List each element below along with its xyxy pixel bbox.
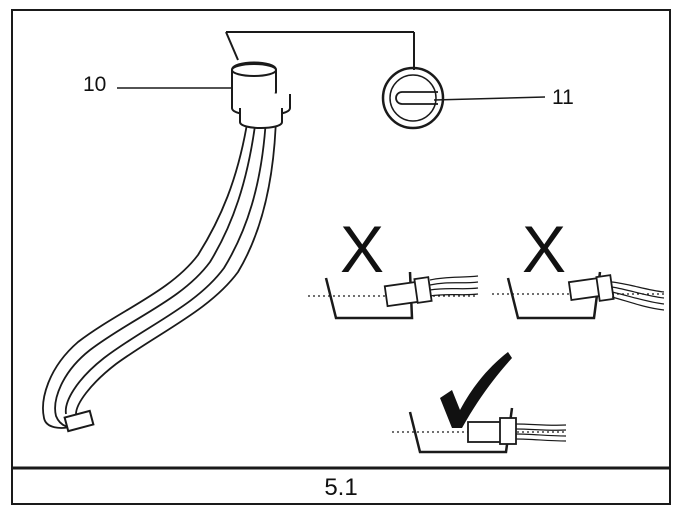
figure-caption: 5.1 [324,474,358,501]
callout-label-11: 11 [552,86,574,109]
wrong-mark-2: X [522,212,566,286]
bracket-connector [225,31,415,70]
sensor-pad-11-icon [381,66,445,130]
correct-placement [392,352,567,454]
callout-label-10: 10 [83,73,107,96]
sensor-probe-10-icon [42,61,291,433]
leader-line-11 [433,96,546,101]
wrong-placement-1: X [308,212,479,320]
outer-frame [11,9,671,505]
wrong-placement-2: X [492,212,665,320]
wrong-mark-1: X [340,212,384,286]
check-mark-icon [440,352,512,428]
